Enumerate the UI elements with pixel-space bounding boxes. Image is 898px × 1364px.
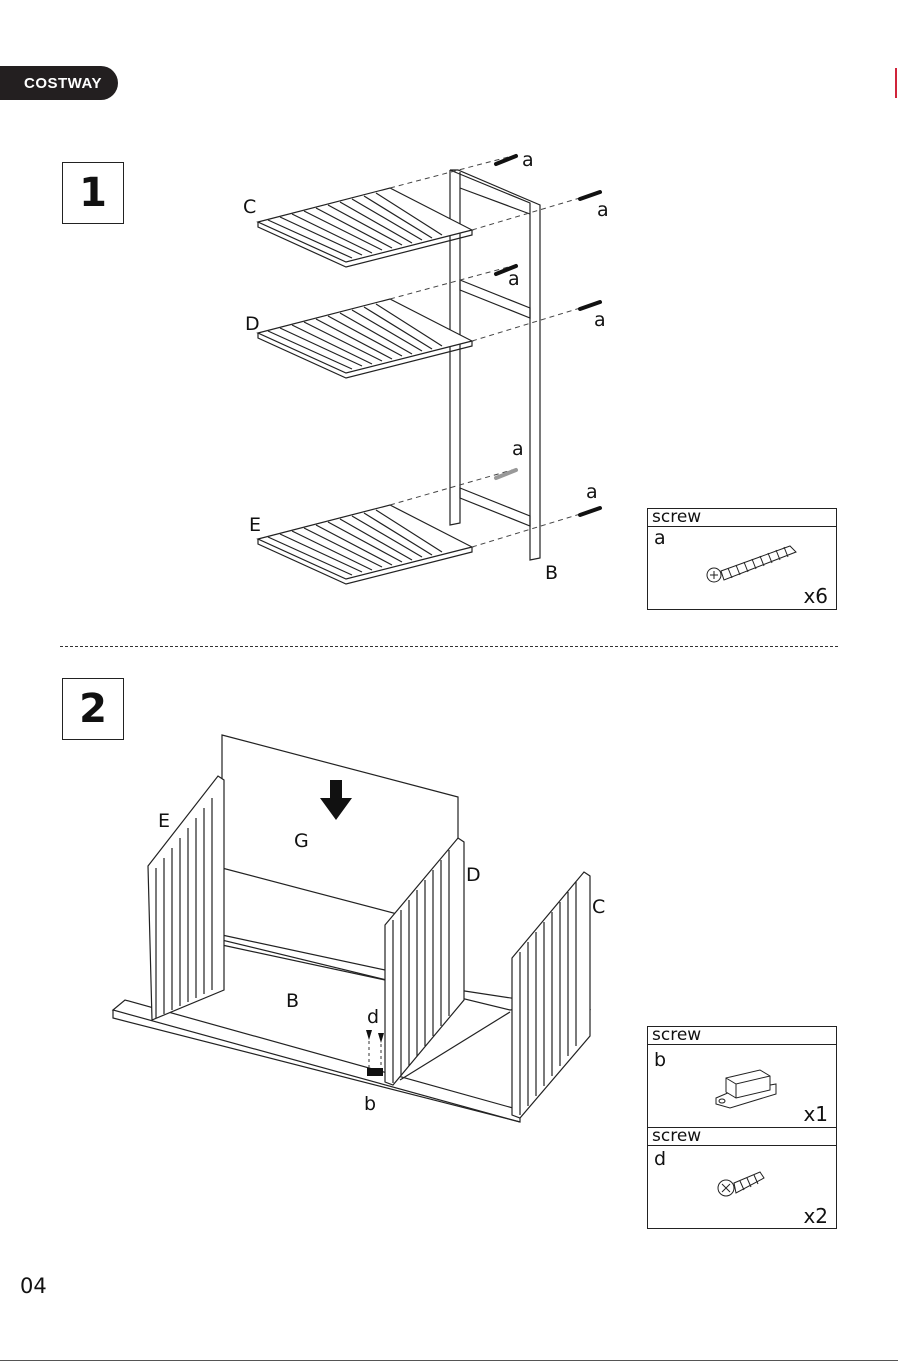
label-part-c: C: [592, 896, 605, 918]
part-letter: b: [654, 1049, 666, 1071]
part-box-screw-d: screw d x2: [647, 1127, 837, 1229]
label-screw-d: d: [367, 1006, 379, 1028]
part-box-heading: screw: [648, 1027, 836, 1045]
part-box-heading: screw: [648, 1128, 836, 1146]
label-part-g: G: [294, 830, 309, 852]
label-part-b: B: [286, 990, 299, 1012]
part-quantity: x1: [803, 1102, 828, 1126]
footer-rule: [0, 1360, 898, 1361]
part-letter: d: [654, 1148, 666, 1170]
part-box-catch-b: screw b x1: [647, 1026, 837, 1128]
page-number: 04: [20, 1274, 47, 1298]
label-catch-b: b: [364, 1093, 376, 1115]
label-part-e: E: [158, 810, 170, 832]
label-part-d: D: [466, 864, 481, 886]
part-quantity: x2: [803, 1204, 828, 1228]
magnet-catch-b: [367, 1068, 383, 1076]
